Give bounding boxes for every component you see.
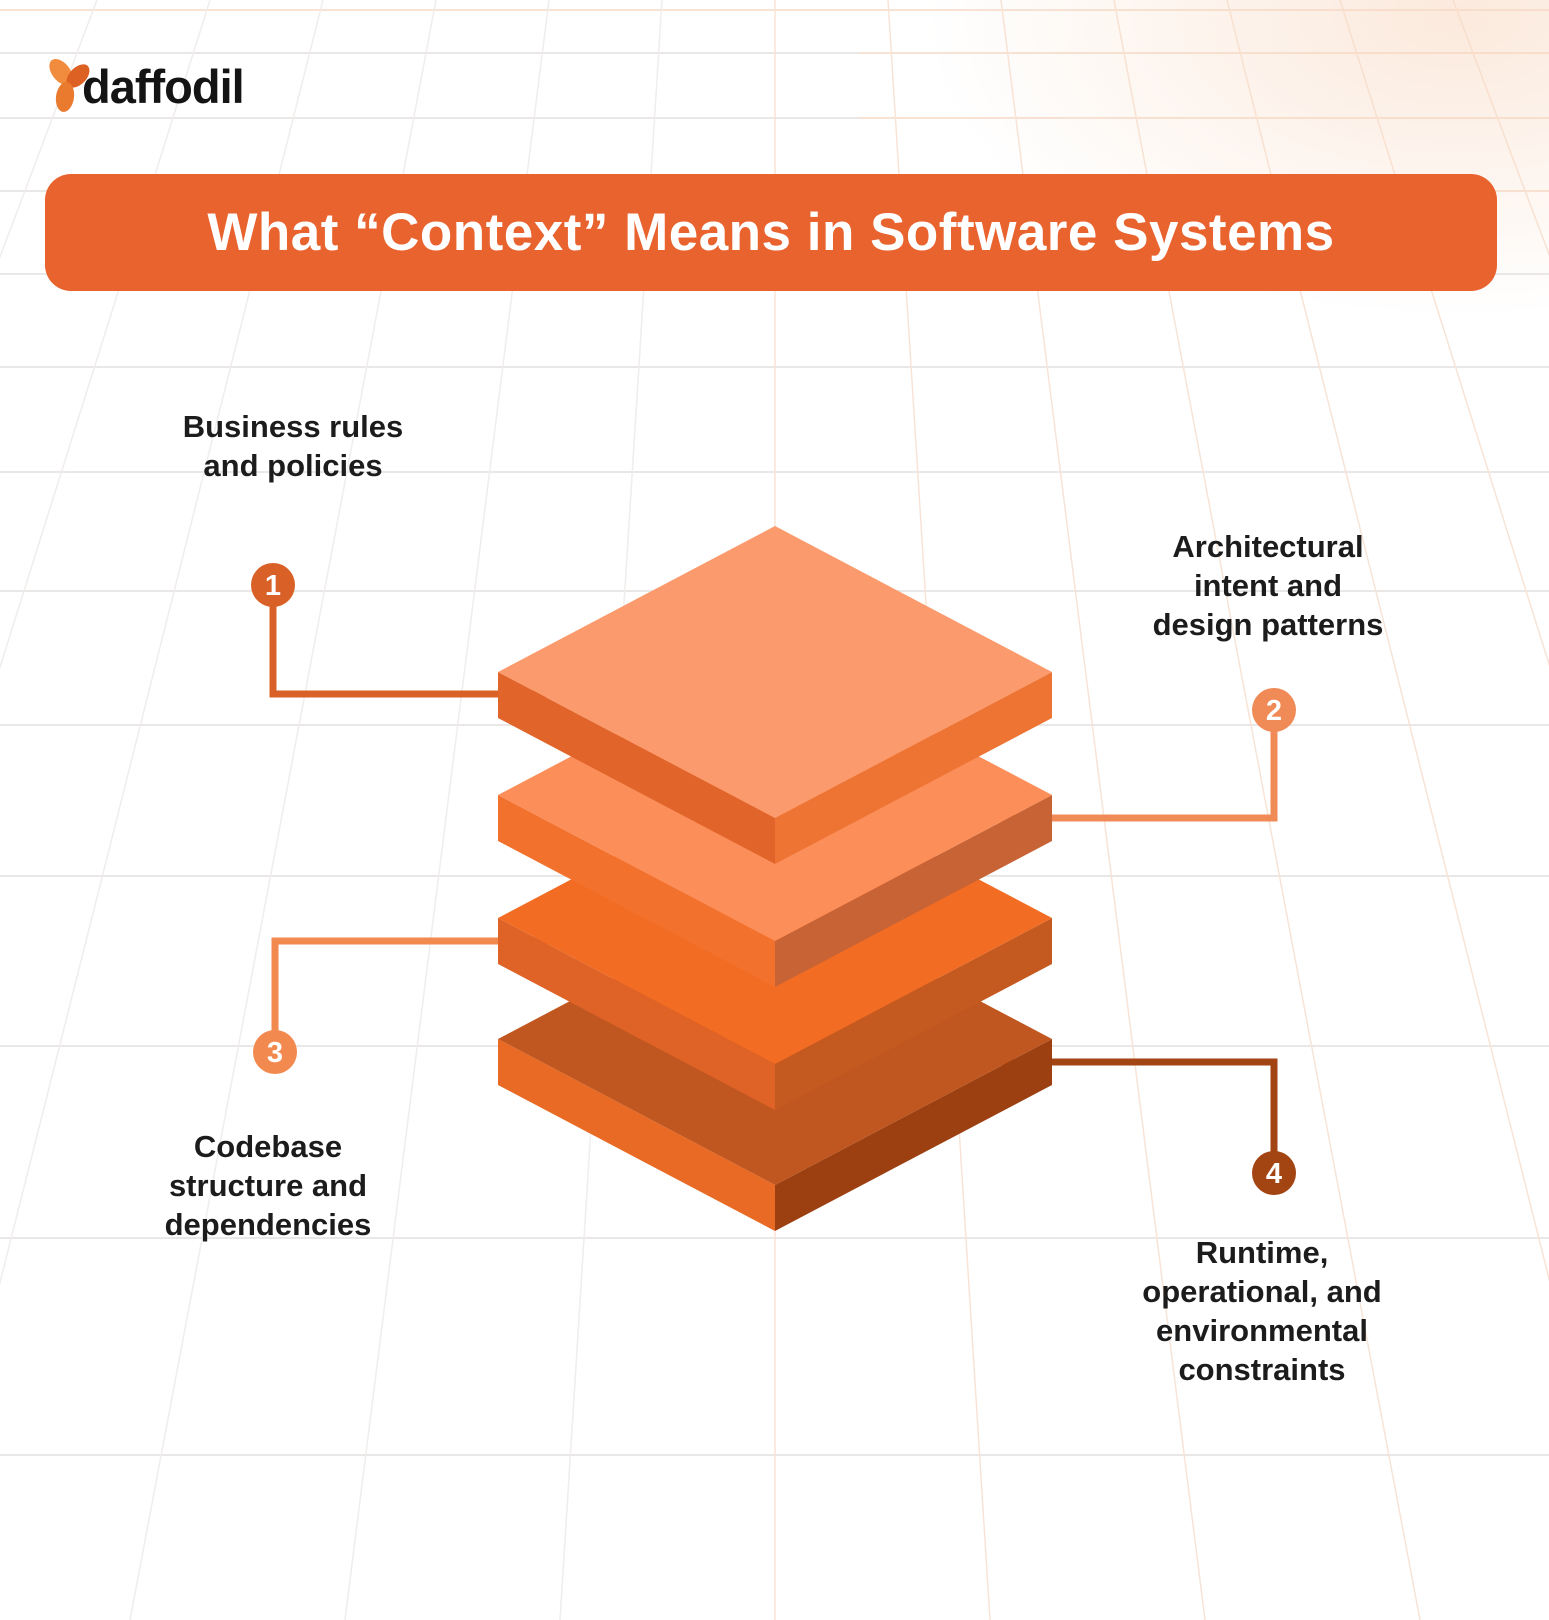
callout-4-connector-line [1000,1058,1278,1173]
layer-2-right-face [775,795,1052,987]
callout-1-number: 1 [265,570,281,602]
callout-3-number: 3 [267,1037,283,1069]
daffodil-logo: daffodil [40,52,245,114]
title-banner: What “Context” Means in Software Systems [45,174,1497,291]
callout-1-connector-line [269,585,560,698]
callout-3-circle [253,1030,297,1074]
callout-2-label: Architectural intent and design patterns [1152,529,1384,642]
callout-2-connector-line [1000,710,1278,822]
callout-4-label: Runtime, operational, and environmental … [1142,1235,1382,1387]
layer-4-left-face [498,1039,775,1231]
callout-2-number-badge: 2 [1252,688,1296,732]
callout-2-circle [1252,688,1296,732]
callout-3-label: Codebase structure and dependencies [164,1129,372,1242]
callout-3-number-badge: 3 [253,1030,297,1074]
layer-4-right-face [775,1039,1052,1231]
callout-1-circle [251,563,295,607]
layer-3-right-face [775,918,1052,1110]
layer-1-top-face [498,526,1052,818]
logo-text: daffodil [82,59,245,113]
callout-3-connector-line [271,937,560,1052]
callout-1-number-badge: 1 [251,563,295,607]
layer-2-left-face [498,795,775,987]
callout-1-label: Business rules and policies [182,409,404,483]
stack-layer-1 [498,526,1052,864]
callout-2-number: 2 [1266,695,1282,727]
callout-4-number: 4 [1266,1158,1282,1190]
layer-1-right-face [775,672,1052,864]
callout-4-circle [1252,1151,1296,1195]
daffodil-flower-icon [49,58,90,112]
layer-1-left-face [498,672,775,864]
page-title: What “Context” Means in Software Systems [207,203,1335,262]
callout-4-number-badge: 4 [1252,1151,1296,1195]
layer-3-left-face [498,918,775,1110]
